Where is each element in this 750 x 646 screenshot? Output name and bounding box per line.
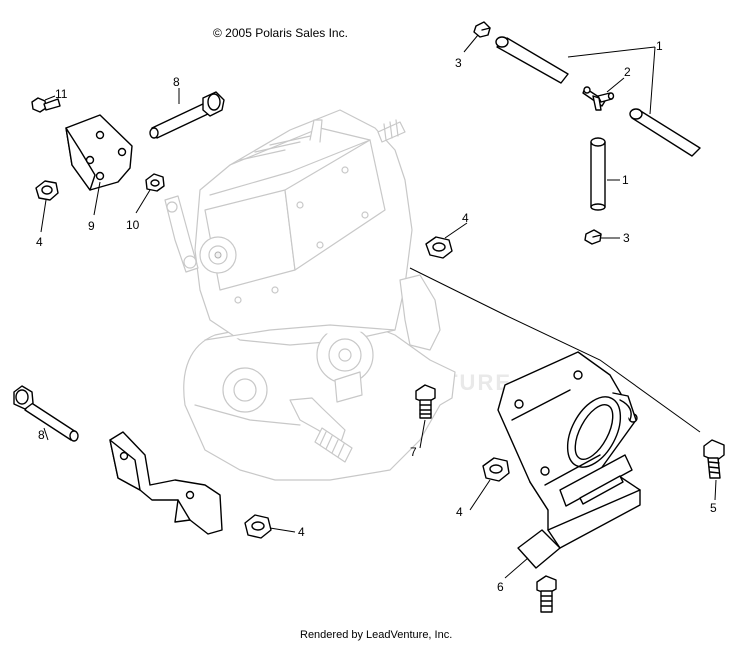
callout-7: 7 [410, 445, 417, 459]
callout-10: 10 [126, 218, 140, 232]
callout-1-top: 1 [656, 39, 663, 53]
callout-4-lower: 4 [456, 505, 463, 519]
callout-8-bottom: 8 [38, 428, 45, 442]
lower-left-bracket [109, 431, 223, 535]
callout-3-top: 3 [455, 56, 462, 70]
bolt-part-11 [31, 97, 61, 113]
callout-4-bottom: 4 [298, 525, 305, 539]
callout-8-top: 8 [173, 75, 180, 89]
callout-6: 6 [497, 580, 504, 594]
callout-11: 11 [55, 87, 68, 101]
bolt-part-7 [415, 384, 557, 613]
leader-lines [40, 34, 717, 579]
copyright-text: © 2005 Polaris Sales Inc. [213, 26, 348, 40]
bolt-part-5 [703, 439, 725, 479]
long-bolt-part-8 [13, 91, 225, 442]
callout-4-middle: 4 [462, 211, 469, 225]
callout-2: 2 [624, 65, 631, 79]
callout-4-left: 4 [36, 235, 43, 249]
alignment-line [409, 267, 701, 433]
callout-9: 9 [88, 219, 95, 233]
clamp-part-3 [473, 21, 602, 245]
mount-bracket-part-6 [497, 351, 641, 569]
callout-1-mid: 1 [622, 173, 629, 187]
nut-part-10 [145, 173, 165, 192]
bracket-part-9 [65, 114, 133, 191]
tee-fitting-part-2 [582, 86, 615, 111]
callout-5: 5 [710, 501, 717, 515]
tube-part-1 [495, 36, 701, 211]
footer-credit: Rendered by LeadVenture, Inc. [300, 629, 452, 641]
callout-labels: 1 1 2 3 3 4 4 4 4 5 6 7 8 8 9 10 11 [36, 39, 717, 594]
callout-3-right: 3 [623, 231, 630, 245]
transmission-assembly [164, 109, 456, 481]
nut-part-4 [35, 180, 510, 539]
